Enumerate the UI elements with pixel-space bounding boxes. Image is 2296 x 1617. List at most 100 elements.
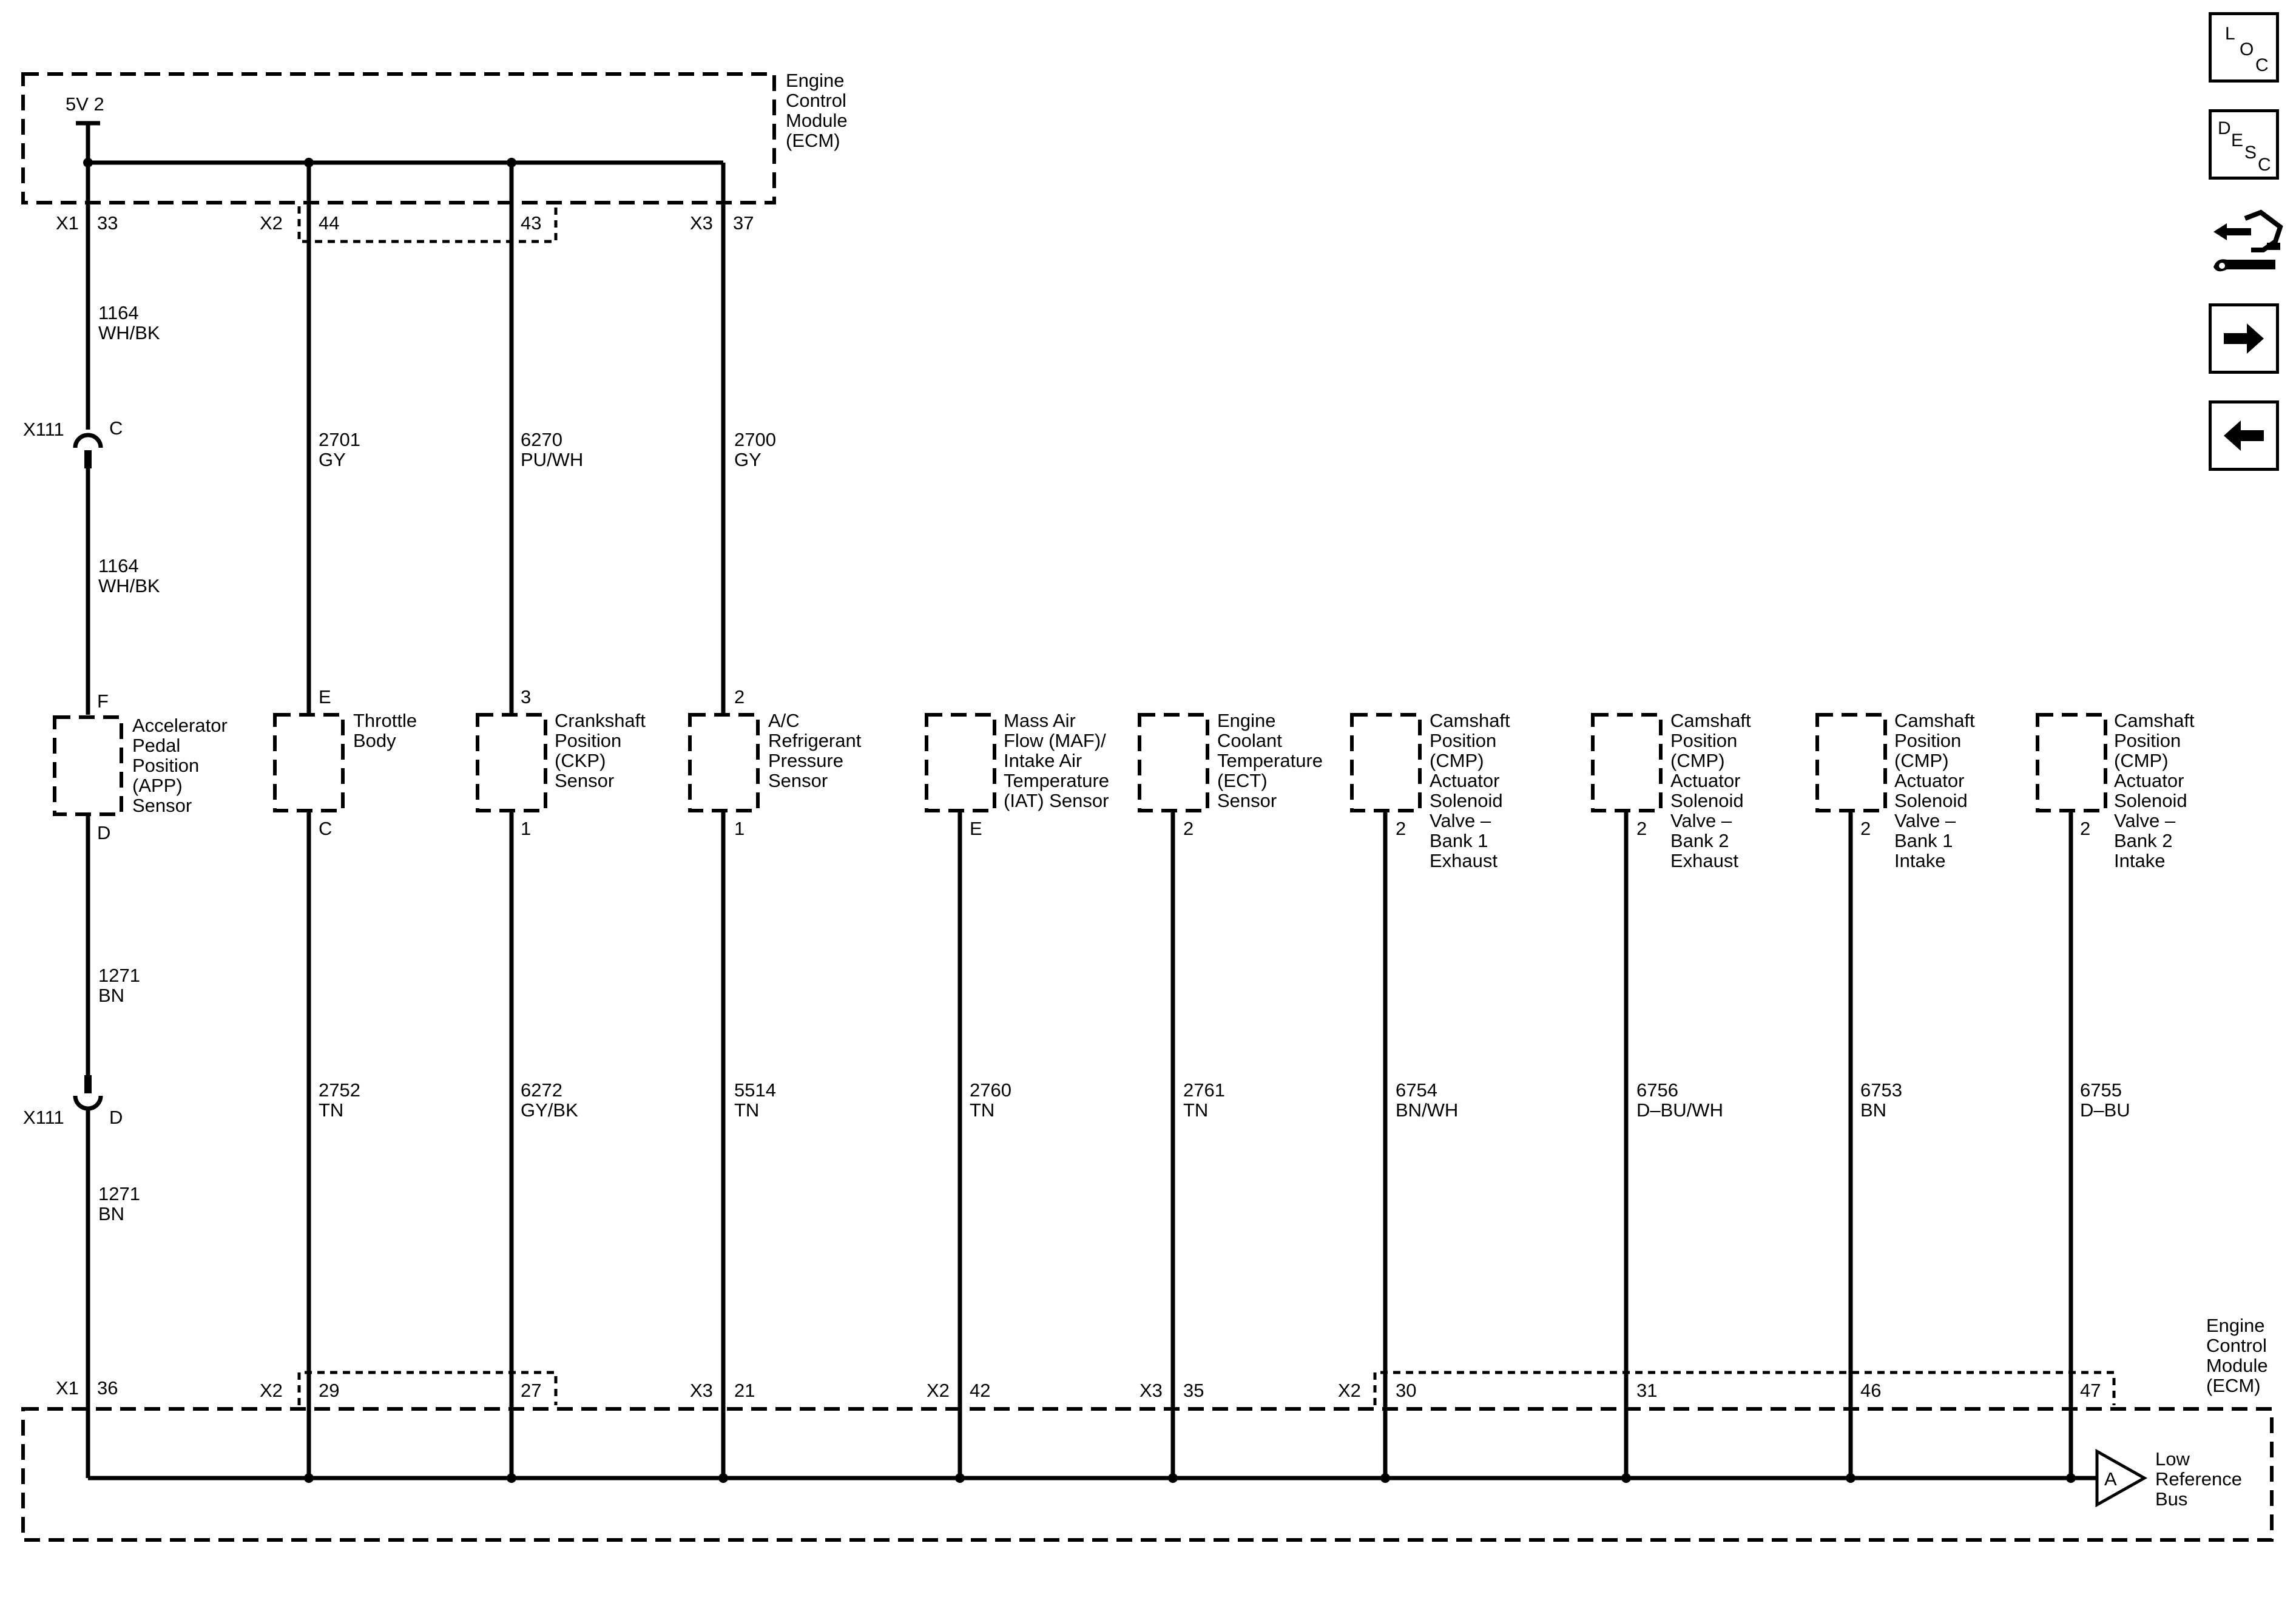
component-name-line: Bank 2 [1670,830,1729,851]
inline-connector-pin: C [109,417,123,439]
x111-connector-labels: X111 C X111 D [23,417,123,1128]
previous-page-button[interactable] [2209,400,2279,471]
component-cmp-valve-bank1-exhaust: 2 Camshaft Position (CMP) Actuator Solen… [1350,710,1510,871]
component-name-line: (ECT) [1217,770,1268,791]
component-cmp-valve-bank2-intake: 2 Camshaft Position (CMP) Actuator Solen… [2036,710,2195,871]
top-pin-number: 43 [521,212,541,234]
component-name-line: Sensor [132,795,192,816]
component-name-line: Solenoid [1894,790,1968,811]
component-name-line: Sensor [768,770,828,791]
component-name-line: Mass Air [1004,710,1076,731]
component-pin-top: F [97,690,109,712]
loc-letter-c: C [2255,55,2269,75]
connector-tool-icon [2213,209,2283,272]
component-name-line: (CMP) [1430,750,1484,771]
component-name-line: Throttle [353,710,417,731]
top-pin-connector: X2 [260,212,283,234]
component-name-line: (CKP) [555,750,606,771]
component-pin-bottom: D [97,822,110,843]
component-name-line: Solenoid [2114,790,2187,811]
connector-tool-button[interactable] [2209,206,2284,282]
component-pin-bottom: 2 [1860,818,1871,839]
component-name-line: Valve – [1430,810,1491,831]
wire-circuit-label: 2701 [319,429,360,450]
top-pin-number: 44 [319,212,339,234]
wire-color-label: TN [734,1099,759,1121]
component-maf-iat-sensor: E Mass Air Flow (MAF)/ Intake Air Temper… [925,710,1109,839]
component-throttle-body: E C Throttle Body [273,686,417,839]
component-name-line: Accelerator [132,715,228,736]
top-pin-connector: X3 [690,212,713,234]
component-name-line: Temperature [1217,750,1323,771]
component-name-line: Valve – [2114,810,2176,831]
arrow-right-icon [2224,323,2264,354]
component-name-line: Bank 2 [2114,830,2173,851]
component-cmp-valve-bank1-intake: 2 Camshaft Position (CMP) Actuator Solen… [1815,710,1975,871]
5v-reference-bus: 5V 2 [66,93,723,167]
top-pin-number: 37 [733,212,754,234]
component-pin-top: 3 [521,686,531,707]
top-ecm-label-2: Control [786,90,846,111]
component-ac-pressure-sensor: 2 1 A/C Refrigerant Pressure Sensor [688,686,862,839]
component-pin-bottom: 2 [1396,818,1406,839]
component-name-line: Position [1894,730,1961,751]
upper-wire-labels: 1164 WH/BK 1164 WH/BK 2701 GY 6270 PU/WH… [98,302,776,596]
component-name-line: (CMP) [2114,750,2169,771]
wire-color-label: WH/BK [98,322,160,343]
wire-circuit-label: 6272 [521,1079,562,1101]
component-name-line: Pressure [768,750,843,771]
wire-circuit-label: 6753 [1860,1079,1902,1101]
component-name-line: Flow (MAF)/ [1004,730,1106,751]
wire-color-label: BN/WH [1396,1099,1458,1121]
bottom-x2-connector-outline [297,1371,558,1405]
bottom-ecm-label-2: Control [2206,1335,2267,1356]
component-name-line: Actuator [1894,770,1964,791]
component-name-line: Position [555,730,621,751]
component-name-line: Temperature [1004,770,1109,791]
component-name-line: Valve – [1670,810,1732,831]
wire-color-label: TN [1183,1099,1208,1121]
wire-color-label: TN [319,1099,343,1121]
component-name-line: Actuator [1430,770,1499,791]
component-name-line: Actuator [1670,770,1740,791]
component-app-sensor: F D Accelerator Pedal Position (APP) Sen… [53,690,228,843]
component-name-line: Bank 1 [1430,830,1488,851]
wire-circuit-label: 5514 [734,1079,776,1101]
loc-letter-o: O [2240,39,2254,59]
component-name-line: Intake [1894,850,1945,871]
component-name-line: Position [1430,730,1496,751]
bus-symbol-letter: A [2104,1468,2117,1490]
wire-circuit-label: 1271 [98,1183,140,1204]
desc-letter-e: E [2231,130,2244,150]
wire-color-label: BN [98,1203,124,1224]
top-ecm-label-3: Module [786,110,848,131]
component-pin-bottom: 1 [734,818,745,839]
component-name-line: Camshaft [1894,710,1975,731]
next-page-button[interactable] [2209,303,2279,374]
wire-color-label: GY/BK [521,1099,578,1121]
desc-letter-s: S [2244,143,2257,163]
component-name-line: Engine [1217,710,1276,731]
component-name-line: Position [2114,730,2181,751]
bottom-pin-number: 47 [2080,1380,2101,1401]
power-label: 5V 2 [66,93,104,115]
bottom-pin-connector: X2 [260,1380,283,1401]
wire-circuit-label: 6270 [521,429,562,450]
bottom-pin-number: 21 [734,1380,755,1401]
component-name-line: Valve – [1894,810,1956,831]
component-pin-bottom: 1 [521,818,531,839]
component-pin-bottom: C [319,818,332,839]
upper-wires [73,163,726,715]
component-cmp-valve-bank2-exhaust: 2 Camshaft Position (CMP) Actuator Solen… [1591,710,1751,871]
loc-button[interactable]: L O C [2209,12,2279,83]
wire-circuit-label: 6754 [1396,1079,1437,1101]
wire-color-label: D–BU [2080,1099,2130,1121]
inline-connector-name: X111 [23,419,64,440]
bottom-pin-number: 46 [1860,1380,1881,1401]
component-name-line: A/C [768,710,800,731]
top-ecm-label-4: (ECM) [786,130,840,151]
bottom-ecm-label-4: (ECM) [2206,1375,2261,1396]
component-name-line: Coolant [1217,730,1282,751]
desc-button[interactable]: D E S C [2209,109,2279,180]
bottom-pin-number: 35 [1183,1380,1204,1401]
